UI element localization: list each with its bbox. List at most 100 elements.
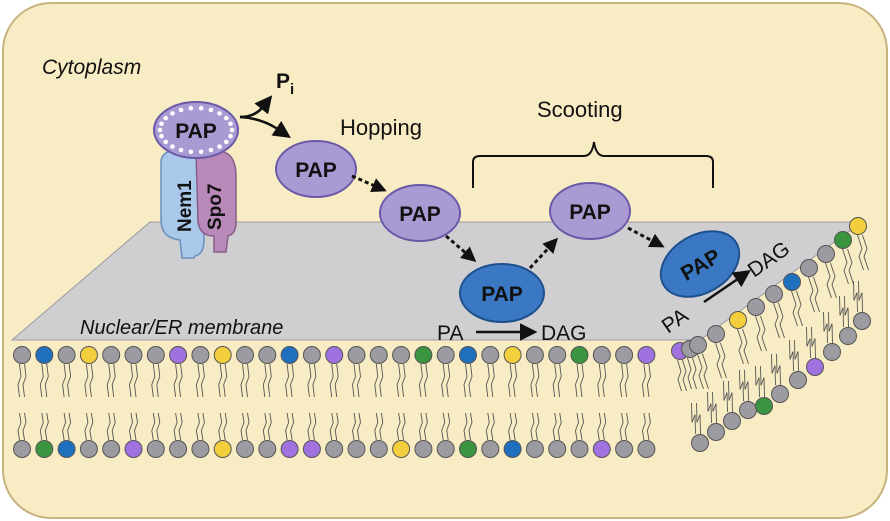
lipid-tail	[828, 311, 833, 344]
lipid-tail	[858, 280, 863, 313]
lipid-tail	[223, 363, 228, 398]
lipid-tail	[67, 363, 72, 398]
pap-cytosolic-2	[379, 184, 461, 242]
lipid-head-bottom	[347, 440, 366, 458]
lipid-tail	[862, 234, 869, 271]
hop-arrow-1	[351, 174, 387, 193]
lipid-tail	[200, 412, 205, 441]
lipid-tail	[151, 412, 156, 441]
lipid-head-top	[689, 336, 707, 354]
phosphate-dot	[170, 111, 175, 116]
lipid-tail	[111, 412, 116, 441]
lipid-head-top	[436, 346, 455, 364]
membrane-interior-front	[12, 355, 692, 450]
lipid-tail	[552, 363, 557, 398]
lipid-head-bottom	[691, 434, 709, 452]
lipid-tail	[267, 412, 272, 441]
phosphate-dot	[228, 133, 233, 139]
lipid-tail	[619, 363, 624, 398]
pap-cytosolic-1-label: PAP	[295, 159, 337, 182]
lipid-tail	[357, 363, 361, 398]
lipid-tail	[334, 412, 339, 441]
lipid-head-top	[747, 298, 765, 316]
lipid-head-bottom	[325, 440, 344, 458]
lipid-head-bottom	[570, 440, 589, 458]
dag-label-1: DAG	[541, 322, 587, 345]
phosphate-dot	[178, 147, 184, 153]
lipid-tail	[39, 412, 44, 441]
lipid-tail	[508, 412, 513, 441]
lipid-tail	[485, 412, 490, 441]
lipid-tail	[396, 412, 401, 441]
lipid-head-bottom	[35, 440, 54, 458]
lipid-head-top	[124, 346, 143, 364]
lipid-head-bottom	[280, 440, 299, 458]
lipid-head-top	[302, 346, 321, 364]
lipid-tail	[396, 363, 401, 398]
lipid-tail	[755, 315, 762, 352]
lipid-head-top	[102, 346, 121, 364]
lipid-tail	[646, 412, 651, 441]
lipid-head-top	[503, 346, 522, 364]
scooting-label: Scooting	[537, 97, 623, 122]
lipid-tail	[602, 363, 607, 398]
lipid-tail	[240, 412, 245, 441]
lipid-tail	[134, 363, 138, 398]
lipid-tail	[742, 328, 749, 365]
lipid-head-bottom	[414, 440, 433, 458]
phosphate-dot	[217, 144, 222, 149]
lipid-tail	[423, 412, 428, 441]
lipid-tail	[468, 412, 473, 441]
pap-cytosolic-2-label: PAP	[399, 203, 441, 226]
hop-arrow-2	[445, 234, 477, 262]
lipid-tail	[692, 357, 697, 390]
lipid-head-bottom	[592, 440, 611, 458]
lipid-tail	[760, 315, 767, 352]
lipid-tail	[374, 363, 379, 398]
phosphate-dot	[217, 111, 222, 116]
lipid-head-bottom	[169, 440, 188, 458]
lipid-tail	[853, 280, 858, 313]
lipid-tail	[446, 412, 451, 441]
lipid-tail	[262, 412, 267, 441]
lipid-head-bottom	[146, 440, 165, 458]
lipid-tail	[418, 412, 423, 441]
lipid-tail	[240, 363, 245, 398]
lipid-tail	[776, 353, 781, 386]
lipid-heads	[13, 217, 871, 458]
lipid-tail	[682, 359, 687, 392]
lipid-tail	[773, 302, 780, 339]
lipid-head-bottom	[637, 440, 656, 458]
lipid-tail	[423, 363, 428, 398]
lipid-tail	[646, 363, 651, 398]
lipid-head-bottom	[191, 440, 210, 458]
lipid-tail	[823, 311, 828, 344]
lipid-tail	[245, 412, 250, 441]
lipid-tail	[44, 363, 49, 398]
lipid-tail	[223, 412, 228, 441]
lipid-tail	[691, 402, 696, 435]
lipid-tail	[811, 326, 816, 359]
phosphate-dot	[178, 107, 184, 113]
lipid-head-top	[849, 217, 867, 235]
lipid-head-top	[834, 231, 852, 249]
lipid-head-bottom	[839, 327, 857, 345]
lipid-tail	[151, 363, 156, 398]
lipid-head-top	[817, 245, 835, 263]
lipid-tail	[723, 380, 728, 413]
lipid-tail	[173, 363, 178, 398]
lipid-tail	[329, 363, 334, 398]
lipid-tail	[760, 365, 765, 398]
lipid-head-bottom	[739, 401, 757, 419]
lipid-tail	[156, 363, 161, 398]
lipid-tail	[535, 412, 540, 441]
lipid-tail	[218, 363, 223, 398]
lipid-head-top	[615, 346, 634, 364]
phosphate-dot	[198, 149, 204, 155]
lipid-tail	[641, 412, 646, 441]
lipid-tail	[720, 342, 727, 379]
pap-cytosolic-3	[549, 182, 631, 240]
lipid-tail	[830, 262, 837, 299]
lipid-tail	[84, 412, 89, 441]
